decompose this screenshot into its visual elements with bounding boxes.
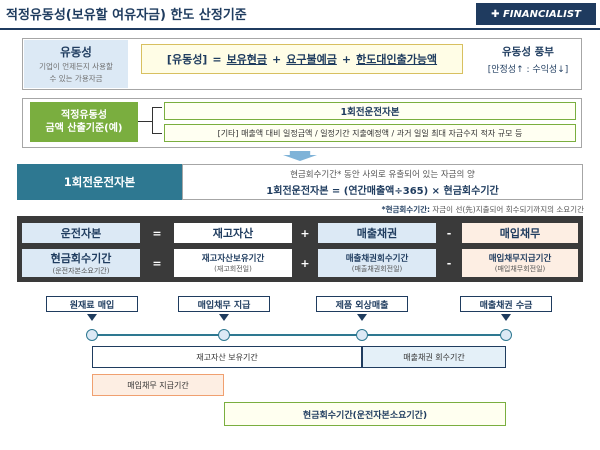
- turnover-formula: 1회전운전자본 = (연간매출액÷365) × 현금회수기간: [266, 185, 499, 197]
- event-raw-material-purchase: 원재료 매입: [46, 296, 138, 312]
- title-divider: [0, 28, 600, 30]
- inventory-period-label: 재고자산보유기간: [201, 254, 265, 264]
- timeline-node: [218, 329, 230, 341]
- payable-period-cell: 매입채무지급기간 (매입채무회전일): [462, 249, 578, 277]
- receivable-period-label: 매출채권회수기간: [345, 254, 409, 264]
- criteria-label-line1: 적정유동성: [61, 110, 107, 121]
- criteria-connector: [138, 121, 152, 122]
- eq-op-equals-2: =: [152, 256, 162, 270]
- receivable-period-sub: (매출채권회전일): [351, 265, 403, 273]
- pin-icon: [87, 314, 97, 321]
- timeline-node: [500, 329, 512, 341]
- formula-plus-2: +: [341, 52, 352, 66]
- rich-liquidity-desc: [안정성↑ : 수익성↓]: [487, 65, 569, 75]
- liquidity-formula: [유동성] = 보유현금 + 요구불예금 + 한도대인출가능액: [141, 44, 463, 74]
- event-credit-sale: 제품 외상매출: [316, 296, 408, 312]
- inventory-period-sub: (재고회전일): [214, 265, 252, 273]
- formula-lhs: [유동성]: [166, 53, 208, 66]
- inventory-period-cell: 재고자산보유기간 (재고회전일): [174, 249, 292, 277]
- liquidity-desc-line1: 기업이 언제든지 사용할: [39, 62, 113, 71]
- criteria-option-turnover: 1회전운전자본: [164, 102, 576, 120]
- receivable-cell: 매출채권: [318, 223, 436, 243]
- receivable-period-cell: 매출채권회수기간 (매출채권회전일): [318, 249, 436, 277]
- formula-item-cash: 보유현금: [226, 53, 268, 66]
- criteria-arrow-bottom: [152, 133, 162, 134]
- financialist-logo: ✚ FINANCIALIST: [476, 3, 596, 25]
- pin-icon: [501, 314, 511, 321]
- payable-period-label: 매입채무지급기간: [488, 254, 552, 264]
- footnote-label: *현금회수기간:: [381, 205, 430, 214]
- rich-liquidity-title: 유동성 풍부: [502, 46, 554, 58]
- criteria-panel: [22, 98, 582, 148]
- eq-op-plus-1: +: [300, 226, 310, 240]
- eq-op-plus-2: +: [300, 256, 310, 270]
- turnover-definition: 현금회수기간* 동안 사외로 유출되어 있는 자금의 양 1회전운전자본 = (…: [182, 164, 583, 200]
- eq-op-minus-2: -: [446, 256, 452, 270]
- cash-period-sub: (운전자본소요기간): [52, 267, 110, 275]
- formula-equals: =: [212, 52, 222, 66]
- receivable-collection-bar: 매출채권 회수기간: [362, 346, 506, 368]
- payable-cell: 매입채무: [462, 223, 578, 243]
- timeline-axis: [92, 334, 506, 336]
- timeline-node: [86, 329, 98, 341]
- inventory-holding-bar: 재고자산 보유기간: [92, 346, 362, 368]
- criteria-connector-vertical: [152, 108, 153, 134]
- down-arrow-icon: [283, 151, 317, 161]
- criteria-label-line2: 금액 산출기준(예): [45, 123, 123, 134]
- event-receivable-collection: 매출채권 수금: [460, 296, 552, 312]
- liquidity-panel: [22, 38, 582, 90]
- payable-payment-bar: 매입채무 지급기간: [92, 374, 224, 396]
- criteria-box: 적정유동성 금액 산출기준(예): [30, 102, 138, 142]
- pin-icon: [219, 314, 229, 321]
- criteria-arrow-top: [152, 107, 162, 108]
- cash-period-label: 현금회수기간: [50, 252, 112, 265]
- footnote-text: 자금이 선(先)지출되어 회수되기까지의 소요기간: [430, 205, 584, 214]
- liquidity-desc-line2: 수 있는 가용자금: [49, 74, 103, 83]
- cash-collection-bar: 현금회수기간(운전자본소요기간): [224, 402, 506, 426]
- timeline-node: [356, 329, 368, 341]
- formula-plus-1: +: [272, 52, 282, 66]
- formula-item-credit-line: 한도대인출가능액: [356, 53, 438, 66]
- turnover-label: 1회전운전자본: [17, 164, 182, 200]
- eq-op-equals-1: =: [152, 226, 162, 240]
- turnover-desc: 현금회수기간* 동안 사외로 유출되어 있는 자금의 양: [290, 169, 475, 180]
- footnote: *현금회수기간: 자금이 선(先)지출되어 회수되기까지의 소요기간: [300, 204, 584, 215]
- working-capital-cell: 운전자본: [22, 223, 140, 243]
- pin-icon: [357, 314, 367, 321]
- formula-item-deposit: 요구불예금: [286, 53, 337, 66]
- cash-period-cell: 현금회수기간 (운전자본소요기간): [22, 249, 140, 277]
- page-title: 적정유동성(보유할 여유자금) 한도 산정기준: [6, 8, 247, 23]
- liquidity-title: 유동성: [60, 45, 92, 59]
- event-payable-payment: 매입채무 지급: [178, 296, 270, 312]
- liquidity-box: 유동성 기업이 언제든지 사용할 수 있는 가용자금: [24, 40, 128, 88]
- inventory-cell: 재고자산: [174, 223, 292, 243]
- criteria-option-other: [기타] 매출액 대비 일정금액 / 일정기간 지출예정액 / 과거 일일 최대…: [164, 124, 576, 142]
- payable-period-sub: (매입채무회전일): [494, 265, 546, 273]
- eq-op-minus-1: -: [446, 226, 452, 240]
